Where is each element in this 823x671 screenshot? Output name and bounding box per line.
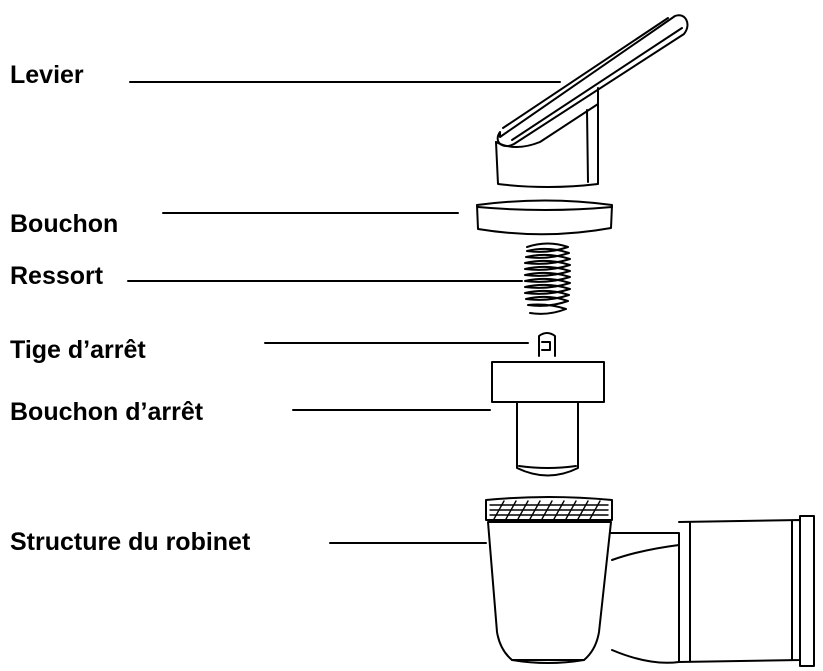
label-tige-arret: Tige d’arrêt: [10, 336, 146, 364]
label-ressort: Ressort: [10, 262, 104, 290]
stop-rod-part: [538, 332, 556, 357]
lever-part: [495, 14, 689, 188]
label-structure-robinet: Structure du robinet: [10, 528, 251, 556]
label-levier: Levier: [10, 61, 84, 89]
label-bouchon-arret: Bouchon d’arrêt: [10, 398, 204, 426]
cap-part: [476, 199, 613, 236]
thread-pattern: [489, 500, 609, 520]
stop-plug-part: [491, 361, 605, 477]
spring-part: [524, 242, 571, 315]
label-bouchon: Bouchon: [10, 210, 119, 238]
faucet-body-part: [485, 496, 815, 667]
